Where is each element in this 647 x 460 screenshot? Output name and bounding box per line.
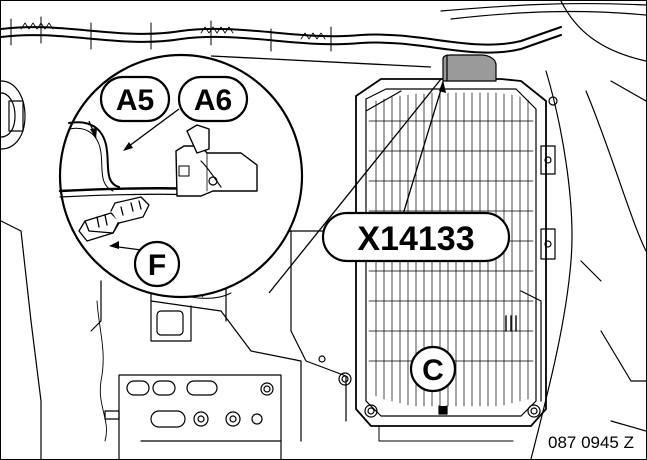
callout-x14133-text: X14133 <box>357 220 474 258</box>
callout-c-text: C <box>422 354 444 387</box>
callout-a5-text: A5 <box>116 84 154 117</box>
figure-leader-line <box>378 425 514 442</box>
callout-a6: A6 <box>177 75 249 123</box>
figure-number: 087 0945 Z <box>545 433 636 453</box>
callout-c: C <box>409 345 457 393</box>
callout-f: F <box>133 240 181 288</box>
callout-x14133: X14133 <box>321 211 511 263</box>
plug-f <box>78 196 150 242</box>
callout-f-text: F <box>148 249 166 282</box>
callout-a6-text: A6 <box>194 84 232 117</box>
callout-a5: A5 <box>99 75 171 123</box>
